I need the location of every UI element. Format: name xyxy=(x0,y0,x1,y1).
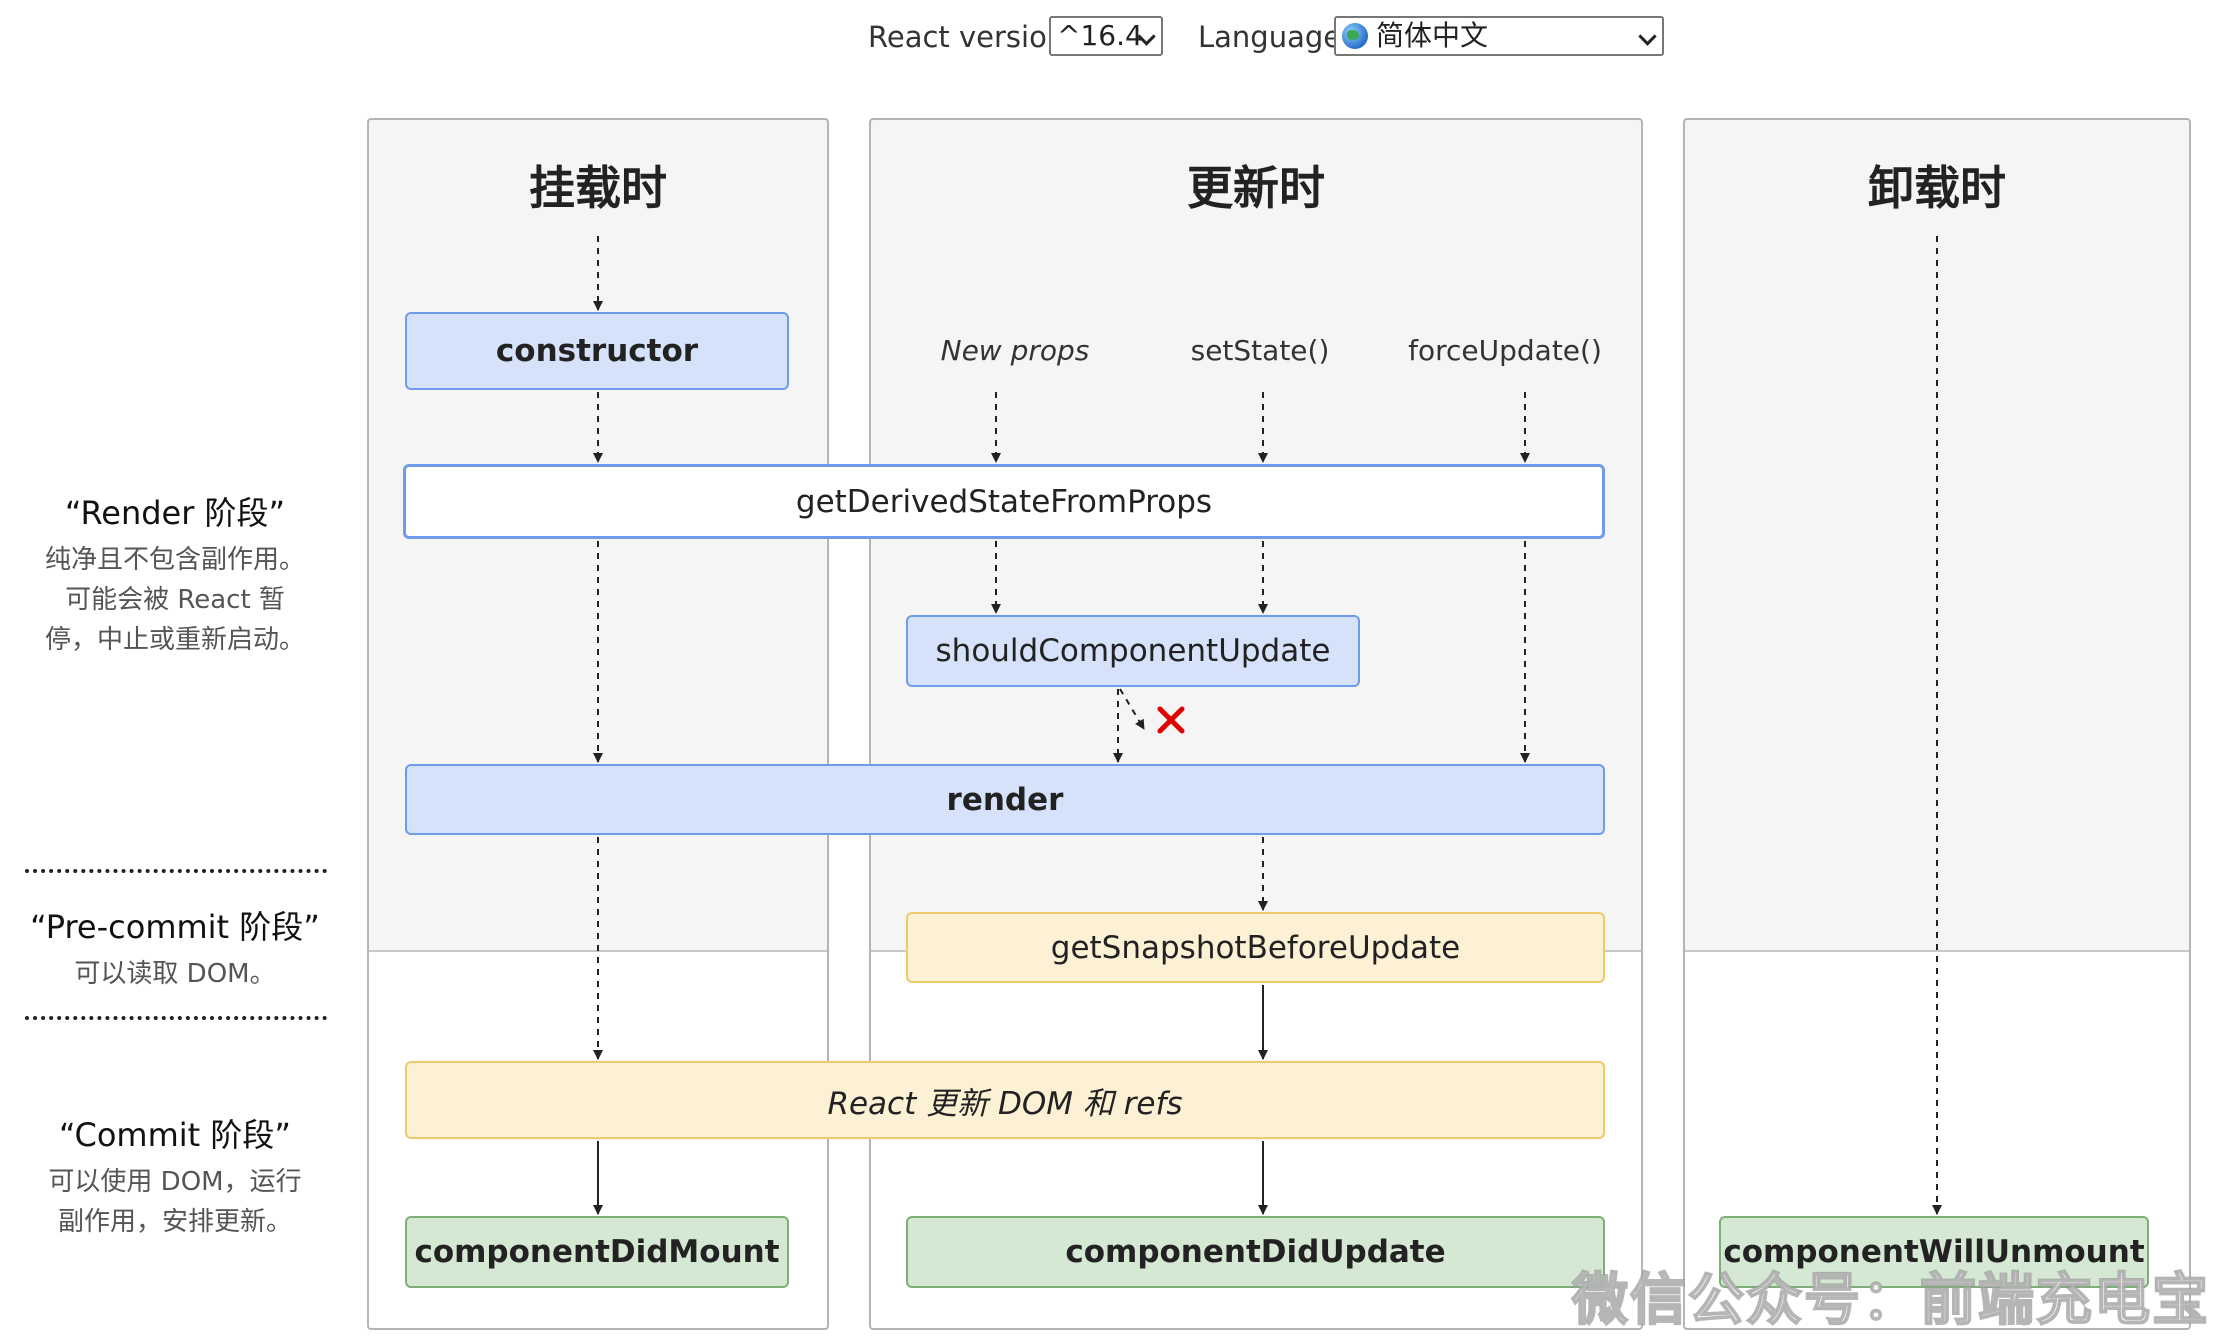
arrow-scu-false-branch xyxy=(1119,688,1145,730)
component-will-unmount-node: componentWillUnmount xyxy=(1719,1216,2149,1288)
update-title: 更新时 xyxy=(1187,161,1325,215)
render-stage-title: “Render 阶段” xyxy=(64,494,286,532)
stage-divider xyxy=(25,1016,327,1020)
globe-icon xyxy=(1342,23,1368,49)
precommit-stage-title: “Pre-commit 阶段” xyxy=(30,908,320,946)
precommit-stage-desc: 可以读取 DOM。 xyxy=(74,959,276,989)
render-node: render xyxy=(405,764,1605,835)
react-version-select[interactable]: ^16.4 xyxy=(1049,16,1163,56)
commit-desc-line: 可以使用 DOM，运行 xyxy=(48,1167,302,1197)
render-desc-line: 可能会被 React 暂 xyxy=(65,585,285,615)
trigger-set-state: setState() xyxy=(1190,334,1330,367)
get-snapshot-node: getSnapshotBeforeUpdate xyxy=(906,912,1605,983)
get-derived-state-node: getDerivedStateFromProps xyxy=(403,464,1605,539)
cancel-x-icon xyxy=(1157,706,1185,734)
commit-stage-desc: 可以使用 DOM，运行 副作用，安排更新。 xyxy=(20,1162,330,1242)
render-desc-line: 纯净且不包含副作用。 xyxy=(44,545,305,575)
component-did-update-node: componentDidUpdate xyxy=(906,1216,1605,1288)
trigger-new-props: New props xyxy=(940,334,1090,367)
should-component-update-node: shouldComponentUpdate xyxy=(906,615,1360,687)
unmount-title: 卸载时 xyxy=(1868,161,2006,215)
language-select[interactable]: 简体中文 xyxy=(1334,16,1664,56)
constructor-node: constructor xyxy=(405,312,789,390)
component-did-mount-node: componentDidMount xyxy=(405,1216,789,1288)
react-updates-dom-node: React 更新 DOM 和 refs xyxy=(405,1061,1605,1139)
react-version-value: ^16.4 xyxy=(1057,19,1143,52)
mount-title: 挂载时 xyxy=(529,161,667,215)
react-version-label: React version xyxy=(868,20,1066,54)
render-stage-desc: 纯净且不包含副作用。 可能会被 React 暂 停，中止或重新启动。 xyxy=(20,540,330,660)
top-controls: React version ^16.4 Language 简体中文 xyxy=(0,14,2216,60)
watermark-text: 微信公众号：前端充电宝 xyxy=(1571,1267,2210,1334)
language-label: Language xyxy=(1198,20,1342,54)
trigger-force-update: forceUpdate() xyxy=(1408,334,1602,367)
render-desc-line: 停，中止或重新启动。 xyxy=(44,625,305,655)
commit-stage-title: “Commit 阶段” xyxy=(59,1116,291,1154)
commit-desc-line: 副作用，安排更新。 xyxy=(57,1207,292,1237)
stage-divider xyxy=(25,869,327,873)
language-value: 简体中文 xyxy=(1376,19,1489,52)
